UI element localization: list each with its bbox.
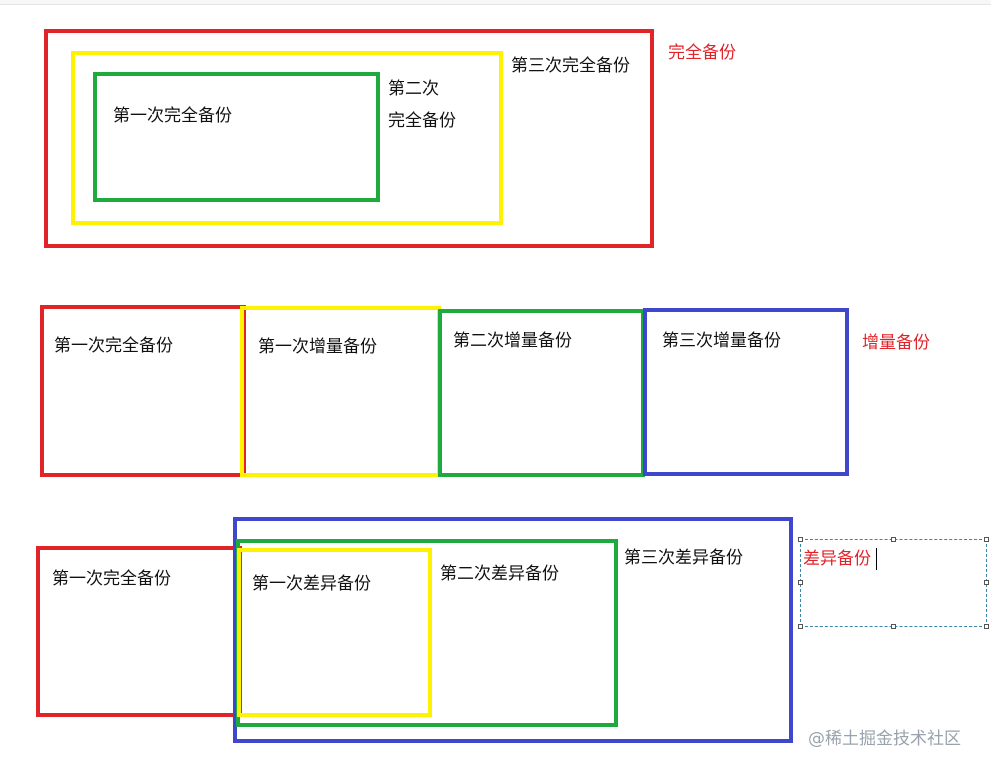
incremental-second-label: 第二次增量备份 xyxy=(453,331,572,351)
resize-handle-top-right[interactable] xyxy=(984,537,989,542)
incremental-third-label: 第三次增量备份 xyxy=(662,331,781,351)
differential-full-label: 第一次完全备份 xyxy=(52,569,171,589)
incremental-third-box xyxy=(643,308,849,476)
full-backup-second-box xyxy=(71,51,503,225)
full-backup-first-box xyxy=(93,72,380,202)
differential-section-label[interactable]: 差异备份 xyxy=(803,549,871,569)
resize-handle-top-center[interactable] xyxy=(891,537,896,542)
incremental-first-label: 第一次增量备份 xyxy=(258,337,377,357)
differential-third-box xyxy=(233,517,793,743)
watermark: @稀土掘金技术社区 xyxy=(808,729,961,749)
resize-handle-middle-right[interactable] xyxy=(984,580,989,585)
full-backup-third-box xyxy=(44,29,654,248)
incremental-section-label: 增量备份 xyxy=(862,333,930,353)
differential-first-box xyxy=(237,548,432,717)
resize-handle-bottom-center[interactable] xyxy=(891,624,896,629)
full-backup-second-label-line1: 第二次 xyxy=(388,79,439,99)
resize-handle-bottom-left[interactable] xyxy=(798,624,803,629)
full-backup-first-label: 第一次完全备份 xyxy=(113,106,232,126)
full-backup-third-label: 第三次完全备份 xyxy=(511,56,630,76)
resize-handle-bottom-right[interactable] xyxy=(984,624,989,629)
differential-third-label: 第三次差异备份 xyxy=(624,548,743,568)
top-divider xyxy=(0,0,991,5)
incremental-full-label: 第一次完全备份 xyxy=(54,336,173,356)
differential-second-label: 第二次差异备份 xyxy=(440,564,559,584)
incremental-full-box xyxy=(40,305,246,477)
resize-handle-middle-left[interactable] xyxy=(798,580,803,585)
text-caret xyxy=(876,548,877,570)
incremental-first-box xyxy=(240,306,441,477)
differential-first-label: 第一次差异备份 xyxy=(252,574,371,594)
full-backup-section-label: 完全备份 xyxy=(668,43,736,63)
resize-handle-top-left[interactable] xyxy=(798,537,803,542)
full-backup-second-label-line2: 完全备份 xyxy=(388,111,456,131)
